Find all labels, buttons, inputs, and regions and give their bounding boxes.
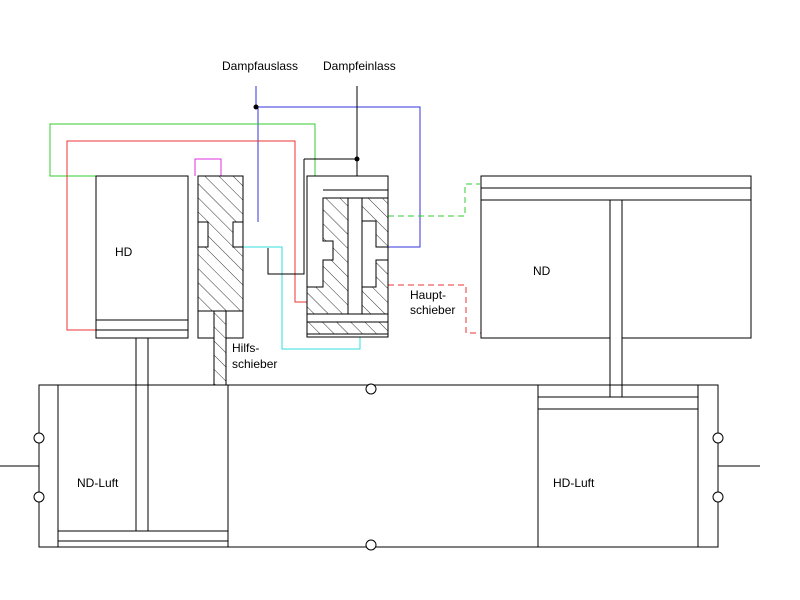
hd-cylinder <box>95 175 189 339</box>
red-dashed-line <box>388 284 481 334</box>
hd-air-rod-top <box>609 384 623 398</box>
main-valve-center <box>347 197 363 315</box>
label-exhaust: Dampfauslass <box>222 59 298 73</box>
check-valve-right-upper <box>712 432 724 444</box>
check-valve-right-lower <box>712 491 724 503</box>
label-hd: HD <box>115 245 133 259</box>
check-valve-left-lower <box>33 491 45 503</box>
cyan-line <box>240 246 361 350</box>
check-valve-left-upper <box>33 432 45 444</box>
hd-air-cylinder <box>537 384 699 548</box>
label-main-valve-2: schieber <box>410 303 455 317</box>
exhaust-pipe-line <box>257 106 421 248</box>
magenta-line <box>194 158 222 176</box>
green-dashed-line <box>388 183 480 217</box>
label-aux-valve-2: schieber <box>232 357 277 371</box>
exhaust-junction <box>253 104 259 110</box>
inlet-junction <box>354 156 360 162</box>
nd-piston-rod <box>609 199 623 386</box>
main-valve-spool-right <box>361 197 389 315</box>
label-hd-air: HD-Luft <box>553 476 595 490</box>
label-main-valve-1: Haupt- <box>410 288 446 302</box>
red-steam-line <box>66 140 307 331</box>
aux-valve-port-left <box>197 221 209 248</box>
aux-to-main-link <box>267 159 305 275</box>
nd-air-rod <box>135 384 149 532</box>
label-aux-valve-1: Hilfs- <box>232 341 259 355</box>
check-valve-bottom-center <box>365 539 377 551</box>
label-nd: ND <box>533 264 551 278</box>
label-inlet: Dampfeinlass <box>323 59 396 73</box>
check-valve-top-center <box>365 383 377 395</box>
aux-valve-port-right <box>232 221 244 248</box>
label-nd-air: ND-Luft <box>77 476 119 490</box>
main-valve-base <box>306 321 389 335</box>
check-valves <box>33 383 724 551</box>
